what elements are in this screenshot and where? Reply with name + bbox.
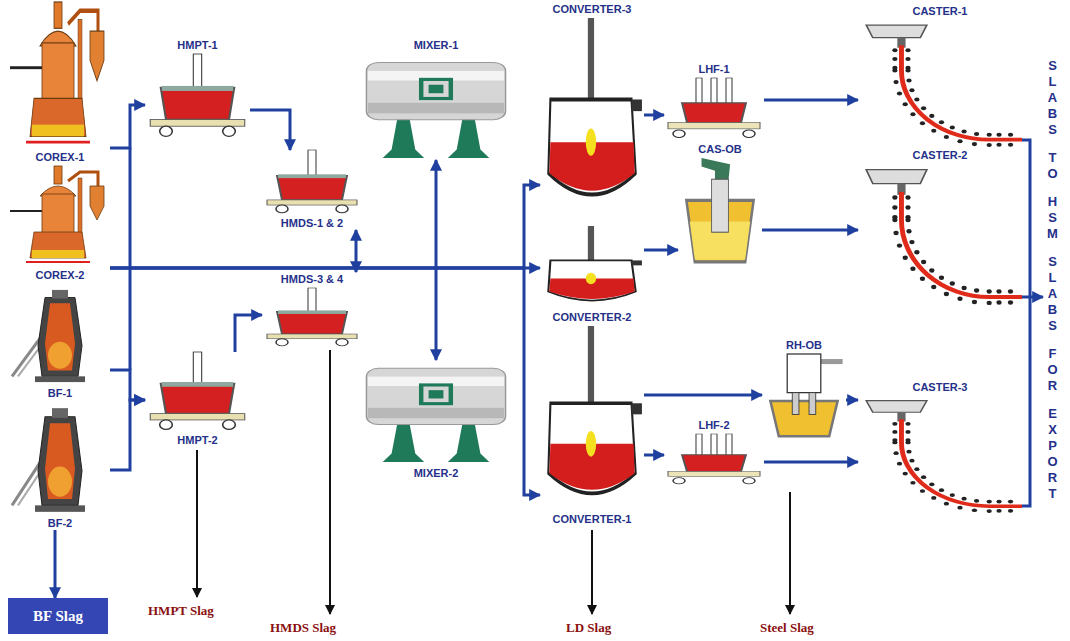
flow-arrow (846, 399, 858, 402)
equipment-label: HMPT-1 (176, 38, 218, 52)
flow-arrow (644, 114, 664, 117)
equipment-label: HMDS-1 & 2 (280, 216, 344, 230)
ladle-car-drawing (262, 288, 362, 347)
equipment-label: LHF-2 (697, 418, 730, 432)
slab-destination-label: SLABS TO HSM SLABS FOR EXPORT (1046, 58, 1059, 514)
flow-arrow (110, 400, 145, 470)
flow-arrow (355, 230, 358, 272)
ladle-furnace: LHF-1 (664, 62, 764, 140)
equipment-label: CAS-OB (697, 142, 742, 156)
equipment-label: HMPT-2 (176, 433, 218, 447)
flow-arrow (235, 315, 262, 352)
blast-furnace: BF-2 (10, 406, 110, 530)
flow-arrow (110, 268, 540, 495)
converter-vessel-drawing (540, 226, 644, 308)
slag-leaders (197, 350, 790, 614)
mixer-vessel: MIXER-1 (362, 38, 510, 160)
flow-arrow (54, 530, 57, 598)
blast-furnace: BF-1 (10, 288, 110, 400)
flow-arrow (764, 99, 858, 102)
slag-label: LD Slag (566, 620, 611, 636)
slag-box: BF Slag (8, 598, 108, 634)
ladle-car: HMDS-3 & 4 (262, 272, 362, 347)
flow-arrow (644, 454, 664, 457)
converter-vessel-drawing (540, 326, 644, 510)
equipment-label: LHF-1 (697, 62, 730, 76)
slab-caster: CASTER-2 (858, 148, 1022, 304)
flow-arrow (764, 461, 858, 464)
ladle-car: HMPT-2 (145, 352, 250, 447)
slag-label: Steel Slag (760, 620, 814, 636)
cas-ob-unit: CAS-OB (678, 142, 762, 264)
equipment-label: CONVERTER-1 (552, 512, 633, 526)
equipment-label: CASTER-3 (911, 380, 968, 394)
equipment-label: MIXER-2 (413, 466, 460, 480)
flow-arrow (110, 105, 145, 148)
rh-degasser: RH-OB (762, 338, 846, 438)
ladle-furnace-drawing (664, 78, 764, 140)
converter-vessel-drawing (540, 18, 644, 212)
ladle-car: HMDS-1 & 2 (262, 150, 362, 230)
equipment-label: RH-OB (785, 338, 823, 352)
flow-arrow (644, 394, 762, 397)
equipment-label: CONVERTER-3 (552, 2, 633, 16)
flow-arrow (762, 229, 858, 232)
equipment-label: BF-2 (47, 516, 73, 530)
flow-arrow (250, 110, 290, 150)
equipment-label: CONVERTER-2 (552, 310, 633, 324)
equipment-label: MIXER-1 (413, 38, 460, 52)
equipment-label: COREX-2 (35, 268, 86, 282)
corex-unit-drawing (10, 166, 110, 266)
ladle-furnace: LHF-2 (664, 418, 764, 486)
ladle-car-drawing (145, 54, 250, 138)
slag-label: HMDS Slag (270, 620, 336, 636)
flow-arrow (435, 160, 438, 360)
feed-bus (129, 148, 132, 370)
converter-vessel: CONVERTER-2 (540, 226, 644, 324)
slab-caster: CASTER-1 (858, 4, 1022, 146)
ladle-car-drawing (145, 352, 250, 431)
cas-ob-unit-drawing (678, 158, 762, 264)
flow-arrow (110, 370, 145, 400)
equipment-label: BF-1 (47, 386, 73, 400)
mixer-vessel-drawing (362, 54, 510, 160)
slag-name: BF Slag (32, 607, 84, 625)
flow-arrow (644, 249, 678, 252)
rh-degasser-drawing (762, 354, 846, 438)
corex-unit: COREX-2 (10, 166, 110, 282)
converter-vessel: CONVERTER-1 (540, 326, 644, 526)
mixer-vessel-drawing (362, 360, 510, 464)
slab-caster-drawing (858, 164, 1022, 304)
ladle-furnace-drawing (664, 434, 764, 486)
blast-furnace-drawing (10, 288, 110, 384)
equipment-label: CASTER-1 (911, 4, 968, 18)
corex-unit-drawing (10, 2, 110, 148)
ladle-car: HMPT-1 (145, 38, 250, 138)
slab-caster: CASTER-3 (858, 380, 1022, 512)
corex-unit: COREX-1 (10, 2, 110, 164)
equipment-label: CASTER-2 (911, 148, 968, 162)
mixer-vessel: MIXER-2 (362, 360, 510, 480)
equipment-label: HMDS-3 & 4 (280, 272, 344, 286)
ladle-car-drawing (262, 150, 362, 214)
slab-caster-drawing (858, 396, 1022, 512)
slag-label: HMPT Slag (148, 603, 214, 619)
converter-vessel: CONVERTER-3 (540, 2, 644, 212)
slab-bus (1022, 140, 1043, 506)
equipment-label: COREX-1 (35, 150, 86, 164)
slab-caster-drawing (858, 20, 1022, 146)
blast-furnace-drawing (10, 406, 110, 514)
